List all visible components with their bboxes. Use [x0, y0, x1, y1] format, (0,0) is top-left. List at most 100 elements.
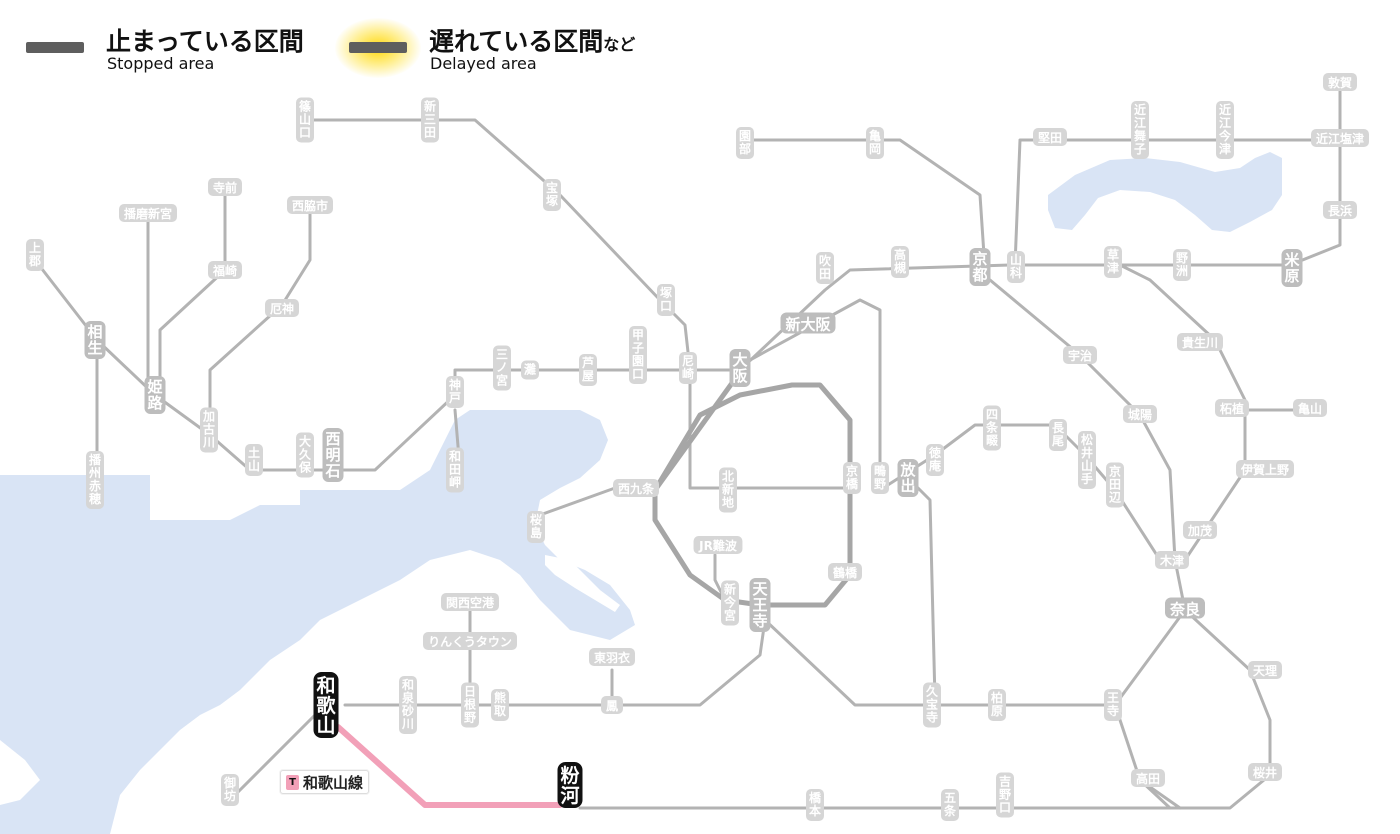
station-joyo[interactable]: 城陽: [1123, 405, 1157, 423]
station-label-box: [441, 593, 499, 611]
station-aioi[interactable]: 相生: [84, 321, 106, 359]
station-label-box: [1183, 521, 1217, 539]
station-label-box: [579, 354, 597, 386]
station-label-box: [1311, 129, 1369, 147]
station-matsuiyamate[interactable]: 松井山手: [1078, 431, 1096, 489]
station-shinimamiya[interactable]: 新今宮: [721, 580, 739, 626]
station-omimaiko[interactable]: 近江舞子: [1131, 101, 1149, 159]
station-tsuge[interactable]: 柘植: [1215, 399, 1249, 417]
station-nishikujo[interactable]: 西九条: [613, 479, 659, 497]
station-banshuako[interactable]: 播州赤穂: [86, 451, 104, 509]
station-harimashingu[interactable]: 播磨新宮: [119, 204, 177, 222]
line-tag-wakayama[interactable]: T 和歌山線: [280, 770, 370, 794]
station-jrnamba[interactable]: JR難波: [693, 536, 743, 554]
station-name: 西九条: [618, 481, 655, 496]
station-shijonawate[interactable]: 四条畷: [983, 405, 1001, 451]
station-label-box: [1165, 597, 1205, 619]
station-omiimazu[interactable]: 近江今津: [1216, 101, 1234, 159]
station-kyoto[interactable]: 京都: [969, 248, 991, 286]
station-kusatsu[interactable]: 草津: [1104, 246, 1122, 278]
station-kizu[interactable]: 木津: [1155, 551, 1189, 569]
station-nishiakashi[interactable]: 西明石: [322, 428, 344, 482]
station-yoshinoguchi[interactable]: 吉野口: [996, 772, 1014, 818]
station-wadamisaki[interactable]: 和田岬: [446, 447, 464, 493]
station-kyobashi[interactable]: 京橋: [843, 462, 861, 494]
station-gobo[interactable]: 御坊: [221, 774, 239, 806]
station-kyotanabe[interactable]: 京田辺: [1106, 462, 1124, 508]
station-kansaiairport[interactable]: 関西空港: [441, 593, 499, 611]
station-shinsanda[interactable]: 新三田: [421, 97, 439, 143]
station-teramae[interactable]: 寺前: [208, 178, 242, 196]
station-shigino[interactable]: 鴫野: [871, 462, 889, 494]
station-amagasaki[interactable]: 尼崎: [679, 352, 697, 384]
station-label-box: [941, 789, 959, 821]
station-takada[interactable]: 高田: [1131, 769, 1165, 787]
station-label-box: [543, 179, 561, 211]
station-kamo[interactable]: 加茂: [1183, 521, 1217, 539]
station-tsukaguchi[interactable]: 塚口: [657, 284, 675, 316]
station-ashiya[interactable]: 芦屋: [579, 354, 597, 386]
station-takarazuka[interactable]: 宝塚: [543, 179, 561, 211]
station-oji[interactable]: 王寺: [1104, 689, 1122, 721]
station-sakurai[interactable]: 桜井: [1248, 763, 1282, 781]
station-rinkutown[interactable]: りんくうタウン: [423, 632, 517, 650]
station-nagao[interactable]: 長尾: [1049, 419, 1067, 451]
station-yamashina[interactable]: 山科: [1007, 251, 1025, 283]
station-otori[interactable]: 鳳: [601, 696, 623, 714]
station-label-box: [601, 696, 623, 714]
station-nara[interactable]: 奈良: [1165, 597, 1205, 619]
station-kibukawa[interactable]: 貴生川: [1177, 333, 1223, 351]
station-kumatori[interactable]: 熊取: [491, 689, 509, 721]
legend-delayed-jp: 遅れている区間など: [429, 27, 636, 56]
station-takatsuki[interactable]: 高槻: [891, 246, 909, 278]
station-tokuan[interactable]: 徳庵: [926, 444, 944, 476]
station-sakurajima[interactable]: 桜島: [527, 511, 545, 543]
station-kashiwara[interactable]: 柏原: [988, 689, 1006, 721]
station-dobo[interactable]: 土山: [245, 444, 263, 476]
station-name: 大久保: [298, 434, 312, 475]
station-sonobe[interactable]: 園部: [736, 127, 754, 159]
station-suita[interactable]: 吹田: [816, 252, 834, 284]
station-tenri[interactable]: 天理: [1248, 661, 1282, 679]
station-tennoji[interactable]: 天王寺: [749, 578, 771, 632]
station-kokawa[interactable]: 粉河: [557, 762, 583, 808]
station-name: 長浜: [1328, 203, 1352, 218]
station-kameyama[interactable]: 亀山: [1293, 399, 1327, 417]
station-kakogawa[interactable]: 加古川: [200, 407, 218, 453]
station-label-box: [871, 462, 889, 494]
station-hineno[interactable]: 日根野: [461, 682, 479, 728]
station-himeji[interactable]: 姫路: [144, 376, 166, 414]
station-okubo[interactable]: 大久保: [296, 432, 314, 478]
station-kameoka[interactable]: 亀岡: [866, 127, 884, 159]
station-gojo[interactable]: 五条: [941, 789, 959, 821]
station-shinosaka[interactable]: 新大阪: [780, 312, 836, 334]
station-uji[interactable]: 宇治: [1063, 346, 1097, 364]
station-hanaten[interactable]: 放出: [897, 459, 919, 497]
station-igaueno[interactable]: 伊賀上野: [1236, 460, 1294, 478]
station-kobe[interactable]: 神戸: [446, 376, 464, 408]
station-osaka[interactable]: 大阪: [729, 349, 751, 387]
station-kitashinchi[interactable]: 北新地: [719, 467, 737, 513]
station-tsuruhashi[interactable]: 鶴橋: [828, 563, 862, 581]
station-yakujin[interactable]: 厄神: [265, 299, 299, 317]
station-maibara[interactable]: 米原: [1281, 249, 1303, 287]
station-sannomiya[interactable]: 三ノ宮: [493, 345, 511, 391]
station-higashihagoromo[interactable]: 東羽衣: [589, 648, 635, 666]
station-nishiwakishi[interactable]: 西脇市: [287, 196, 333, 214]
station-omishiotsu[interactable]: 近江塩津: [1311, 129, 1369, 147]
station-kyuhoji[interactable]: 久宝寺: [923, 682, 941, 728]
station-name: 新三田: [424, 99, 436, 140]
station-koshienguchi[interactable]: 甲子園口: [629, 326, 647, 384]
west-coast-inlet: [0, 740, 40, 805]
station-shinosan[interactable]: 篠山口: [296, 97, 314, 143]
station-wakayama[interactable]: 和歌山: [313, 672, 339, 738]
station-nagahama[interactable]: 長浜: [1323, 201, 1357, 219]
station-hashimoto[interactable]: 橋本: [806, 789, 824, 821]
station-izumisunagawa[interactable]: 和泉砂川: [399, 676, 417, 734]
station-katata[interactable]: 堅田: [1033, 128, 1067, 146]
station-nada[interactable]: 灘: [521, 360, 539, 380]
station-kamigori[interactable]: 上郡: [26, 239, 44, 271]
station-fukusaki[interactable]: 福崎: [208, 261, 242, 279]
station-tsuruga[interactable]: 敦賀: [1323, 73, 1357, 91]
station-yasu[interactable]: 野洲: [1173, 249, 1191, 281]
